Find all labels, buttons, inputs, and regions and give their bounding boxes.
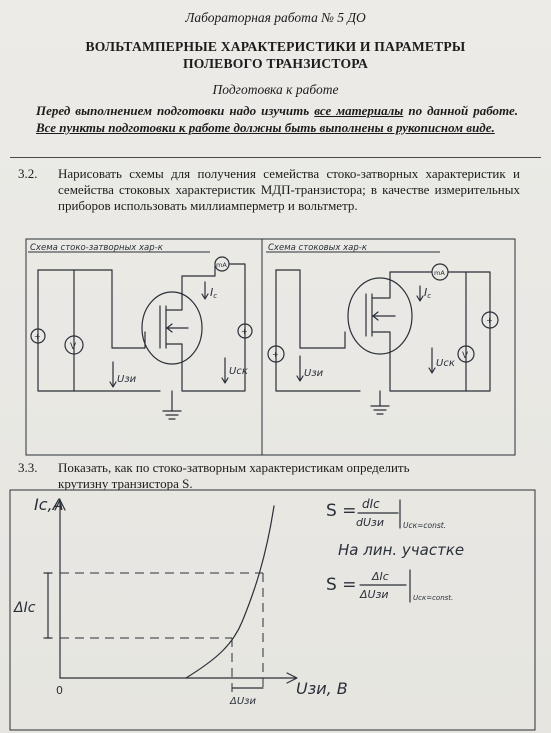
vgs-label-left: Uзи <box>117 374 137 385</box>
task-3-3-number: 3.3. <box>18 460 38 475</box>
current-arrow-left-head <box>201 293 209 300</box>
mosfet-right-arrow <box>372 311 379 321</box>
transfer-characteristic-graph: Iс,A Uзи, B 0 ΔIс ΔUзи S = dIс dUзи Uск=… <box>9 489 536 731</box>
circuit-left: Схема стоко-затворных хар-к + V mA + <box>28 243 253 420</box>
formula2-condition: Uск=const. <box>413 594 453 602</box>
linear-segment-note: На лин. участке <box>338 541 464 559</box>
main-title: ВОЛЬТАМПЕРНЫЕ ХАРАКТЕРИСТИКИ И ПАРАМЕТРЫ… <box>0 38 551 72</box>
task-3-3-line1: Показать, как по стоко-затворным характе… <box>58 460 410 475</box>
circuit-right: Схема стоковых хар-к + Uзи mA V + <box>266 243 499 415</box>
mosfet-right-source <box>371 331 391 355</box>
circuit-right-title: Схема стоковых хар-к <box>268 243 368 253</box>
formula1-condition: Uск=const. <box>403 521 446 530</box>
current-arrow-right-head <box>416 295 424 302</box>
lab-title: Лабораторная работа № 5 ДО <box>185 10 366 25</box>
graph-frame <box>9 489 536 731</box>
current-label-right: Ic <box>424 286 431 300</box>
wire <box>275 269 346 349</box>
prep-title: Подготовка к работе <box>212 82 339 97</box>
x-axis-label: Uзи, B <box>296 679 348 698</box>
gate-source-plus: + <box>34 332 41 341</box>
prep-note: Перед выполнением подготовки надо изучит… <box>36 102 518 136</box>
formula2-numerator: ΔIс <box>371 570 389 583</box>
transfer-curve <box>185 505 275 679</box>
origin-label: 0 <box>56 684 63 697</box>
prep-note-part3: по данной работе. <box>403 103 519 118</box>
vgs-arrow-right-head <box>296 375 304 382</box>
formula1-lhs: S = <box>326 501 356 521</box>
drain-source-left <box>237 323 253 339</box>
drain-source-right-plus: + <box>486 316 493 325</box>
main-title-line1: ВОЛЬТАМПЕРНЫЕ ХАРАКТЕРИСТИКИ И ПАРАМЕТРЫ <box>85 39 466 54</box>
gate-source-right-plus: + <box>272 350 279 359</box>
vgs-label-right: Uзи <box>304 368 324 379</box>
gate-source-right <box>267 345 285 363</box>
task-3-2-number: 3.2. <box>18 166 38 181</box>
wire <box>37 269 161 392</box>
circuit-frame <box>25 238 516 456</box>
wire <box>389 271 491 392</box>
y-axis-arrow <box>54 499 66 511</box>
circuit-left-title: Схема стоко-затворных хар-к <box>30 243 164 253</box>
delta-u-label: ΔUзи <box>229 696 256 707</box>
y-axis-label: Iс,A <box>34 495 64 514</box>
mosfet-left <box>141 291 203 365</box>
main-title-line2: ПОЛЕВОГО ТРАНЗИСТОРА <box>182 56 369 71</box>
formula2-denominator: ΔUзи <box>359 588 389 601</box>
formula1-denominator: dUзи <box>356 516 384 529</box>
ammeter-right-label: mA <box>434 269 445 277</box>
formula2-lhs: S = <box>326 575 356 595</box>
x-axis-arrow <box>286 672 298 684</box>
vds-arrow-right-head <box>428 367 436 374</box>
wire <box>389 271 433 281</box>
mosfet-left-source <box>165 343 183 365</box>
divider <box>10 157 541 158</box>
vds-arrow-left-head <box>221 377 229 384</box>
current-label-left: Ic <box>210 286 217 300</box>
voltmeter-right <box>457 345 475 363</box>
task-3-3-text: Показать, как по стоко-затворным характе… <box>58 460 520 492</box>
gate-source <box>30 328 46 344</box>
task-3-3-line2: крутизну транзистора S. <box>58 476 193 491</box>
prep-note-part4: Все пункты подготовки к работе должны бы… <box>36 120 495 135</box>
voltmeter-right-label: V <box>462 351 469 361</box>
circuit-diagrams: Схема стоко-затворных хар-к + V mA + <box>25 238 516 456</box>
prep-note-part1: Перед выполнением подготовки надо изучит… <box>36 103 315 118</box>
wire <box>181 265 216 293</box>
vds-label-right: Uск <box>436 358 455 369</box>
drain-source-left-plus: + <box>241 327 248 336</box>
vgs-arrow-left-head <box>109 381 117 388</box>
mosfet-right <box>347 277 413 355</box>
voltmeter-left <box>64 335 84 355</box>
prep-note-part2: все материалы <box>314 103 404 118</box>
drain-source-right <box>481 311 499 329</box>
voltmeter-left-label: V <box>70 342 77 352</box>
vds-label-left: Uск <box>229 366 248 377</box>
wire <box>275 269 361 392</box>
task-3-2-text: Нарисовать схемы для получения семейства… <box>58 166 520 213</box>
wire <box>37 269 146 349</box>
ammeter-left-label: mA <box>216 261 227 269</box>
mosfet-left-drain <box>165 291 183 311</box>
wire <box>181 263 246 392</box>
mosfet-left-arrow <box>166 323 173 333</box>
mosfet-right-drain <box>371 279 391 299</box>
delta-ic-label: ΔIс <box>13 600 36 616</box>
formula1-numerator: dIс <box>362 497 380 511</box>
